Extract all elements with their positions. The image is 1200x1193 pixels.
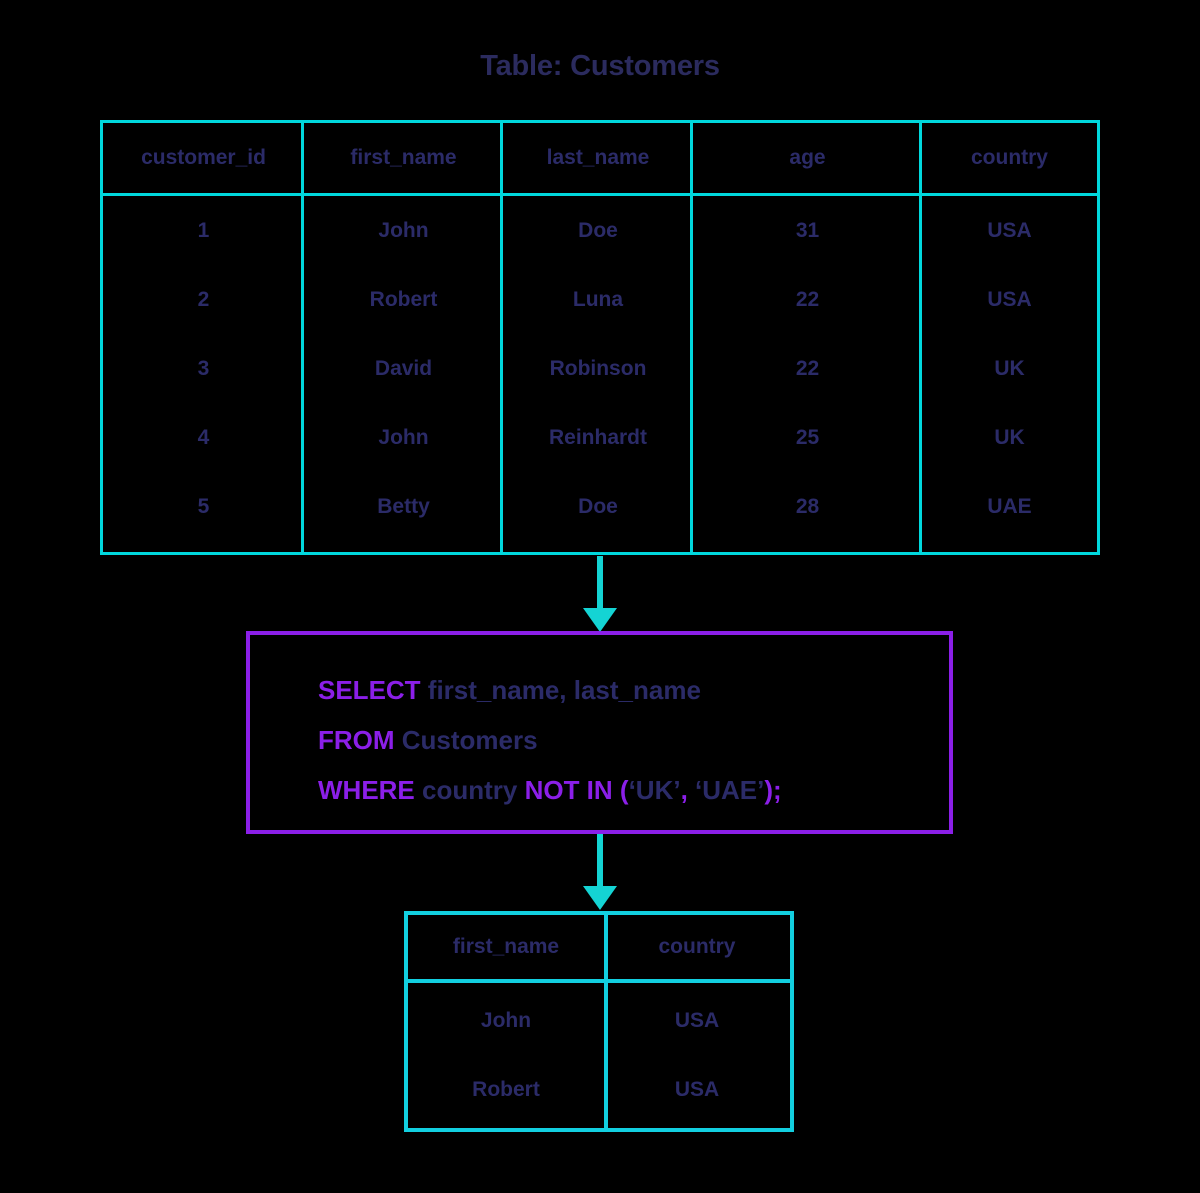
arrow-down-icon [580, 556, 620, 634]
source-table: customer_id first_name last_name age cou… [100, 120, 1100, 555]
sql-literal-uae: ‘UAE’ [695, 775, 765, 805]
result-table: first_name country John USA Robert USA [404, 911, 794, 1132]
source-column-divider-2 [500, 123, 503, 552]
cell-customer-id: 4 [197, 425, 210, 449]
cell-first-name: John [378, 425, 429, 449]
cell-first-name: Robert [472, 1077, 540, 1101]
cell-first-name: Robert [369, 287, 438, 311]
table-row: John USA [408, 986, 790, 1055]
cell-age: 25 [795, 425, 820, 449]
sql-line-where: WHERE country NOT IN (‘UK’, ‘UAE’); [318, 765, 949, 815]
source-header-divider [103, 193, 1097, 196]
sql-literal-uk: ‘UK’ [628, 775, 681, 805]
cell-last-name: Luna [572, 287, 624, 311]
table-row: Robert USA [408, 1055, 790, 1124]
cell-age: 31 [795, 218, 820, 242]
cell-country: UAE [987, 494, 1032, 518]
cell-first-name: Betty [377, 494, 430, 518]
sql-keyword-not-in: NOT IN [524, 775, 613, 805]
sql-keyword-from: FROM [318, 725, 395, 755]
sql-line-select: SELECT first_name, last_name [318, 665, 949, 715]
cell-first-name: John [480, 1008, 532, 1032]
cell-customer-id: 1 [197, 218, 210, 242]
cell-country: USA [674, 1008, 720, 1032]
cell-age: 22 [795, 287, 820, 311]
sql-close-paren-semicolon: ); [764, 775, 782, 805]
sql-open-paren: ( [612, 775, 629, 805]
source-header-first-name: first_name [350, 146, 457, 169]
source-header-country: country [970, 146, 1048, 169]
cell-age: 22 [795, 356, 820, 380]
cell-country: UK [994, 356, 1025, 380]
source-header-customer-id: customer_id [141, 146, 266, 169]
source-column-divider-1 [301, 123, 304, 552]
result-column-divider-1 [604, 915, 608, 1128]
source-table-header-row: customer_id first_name last_name age cou… [103, 123, 1097, 193]
result-header-divider [408, 979, 790, 983]
cell-customer-id: 5 [197, 494, 210, 518]
sql-line-from: FROM Customers [318, 715, 949, 765]
sql-keyword-where: WHERE [318, 775, 415, 805]
cell-customer-id: 2 [197, 287, 210, 311]
cell-first-name: John [378, 218, 429, 242]
sql-select-columns: first_name, last_name [420, 675, 701, 705]
arrow-shaft [597, 556, 603, 610]
table-row: 2 Robert Luna 22 USA [103, 265, 1097, 334]
cell-country: UK [994, 425, 1025, 449]
sql-from-table: Customers [394, 725, 538, 755]
table-row: 5 Betty Doe 28 UAE [103, 472, 1097, 541]
result-table-header-row: first_name country [408, 915, 790, 979]
sql-keyword-select: SELECT [318, 675, 421, 705]
source-header-last-name: last_name [546, 146, 650, 169]
cell-first-name: David [374, 356, 433, 380]
source-header-age: age [789, 146, 826, 169]
cell-last-name: Reinhardt [548, 425, 647, 449]
cell-last-name: Doe [578, 218, 618, 242]
source-table-body: 1 John Doe 31 USA 2 Robert Luna 22 USA 3… [103, 196, 1097, 552]
cell-country: USA [987, 218, 1032, 242]
sql-comma: , [680, 775, 696, 805]
cell-country: USA [674, 1077, 720, 1101]
result-header-first-name: first_name [452, 935, 560, 958]
result-header-country: country [658, 935, 736, 958]
arrow-shaft [597, 834, 603, 888]
cell-country: USA [987, 287, 1032, 311]
cell-last-name: Robinson [549, 356, 647, 380]
cell-customer-id: 3 [197, 356, 210, 380]
source-column-divider-4 [919, 123, 922, 552]
table-row: 4 John Reinhardt 25 UK [103, 403, 1097, 472]
arrow-head [583, 608, 617, 632]
cell-last-name: Doe [578, 494, 618, 518]
arrow-down-icon [580, 834, 620, 912]
cell-age: 28 [795, 494, 820, 518]
table-row: 1 John Doe 31 USA [103, 196, 1097, 265]
arrow-head [583, 886, 617, 910]
table-row: 3 David Robinson 22 UK [103, 334, 1097, 403]
sql-query-box: SELECT first_name, last_name FROM Custom… [246, 631, 953, 834]
page-title: Table: Customers [480, 50, 720, 82]
source-column-divider-3 [690, 123, 693, 552]
sql-where-column: country [414, 775, 525, 805]
